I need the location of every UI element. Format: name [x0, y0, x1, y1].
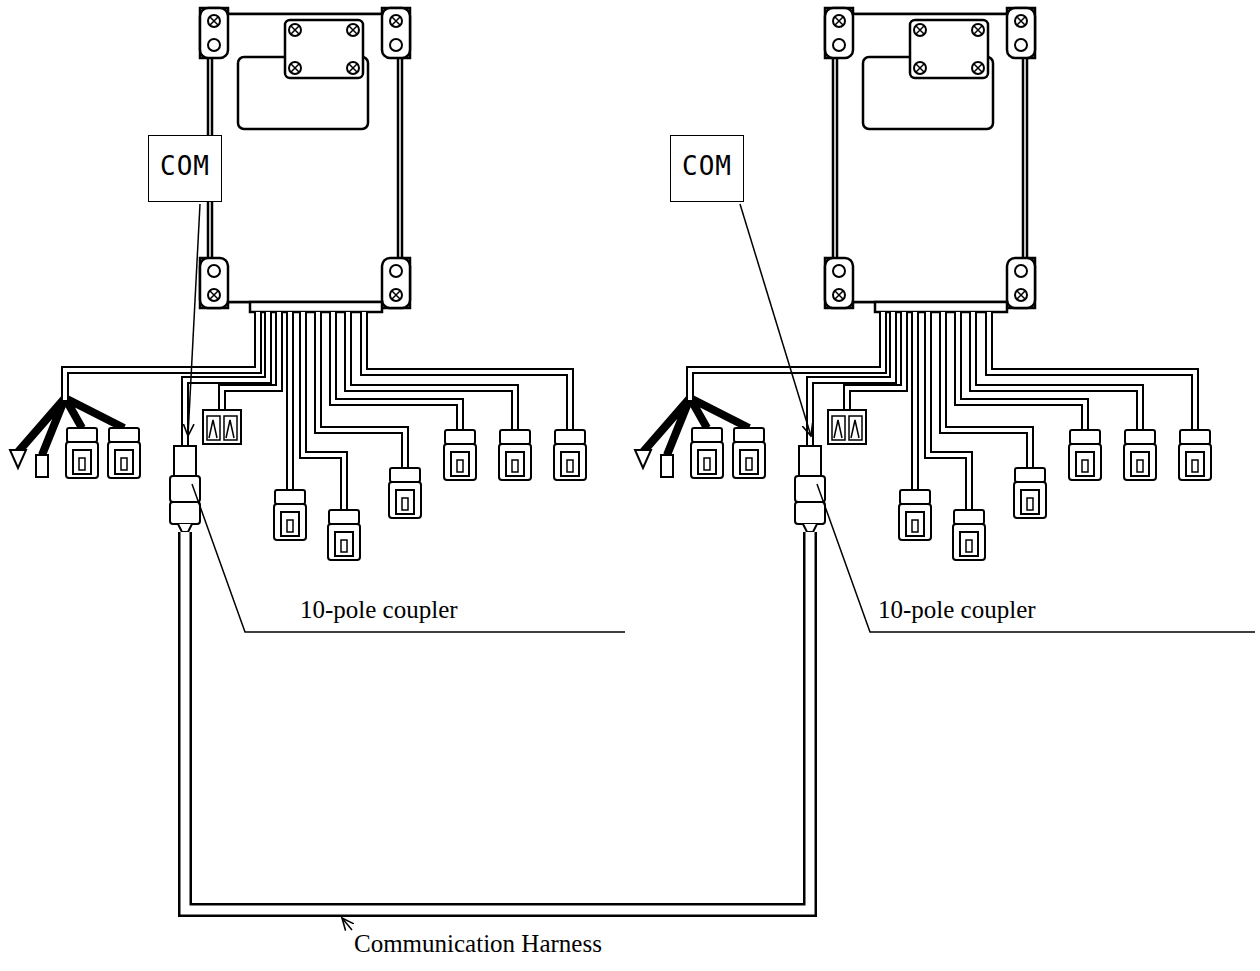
illustration-part	[192, 484, 625, 632]
illustration-part	[185, 532, 810, 910]
ecu-unit-left	[10, 8, 586, 560]
illustration-part	[10, 8, 586, 560]
signal-name: COM	[160, 152, 210, 182]
illustration-part	[817, 484, 1255, 632]
illustration-part	[740, 204, 811, 436]
illustration-part	[185, 532, 810, 910]
callout-box: COM	[148, 135, 222, 202]
communication-harness	[185, 532, 810, 910]
illustration-part	[635, 8, 1211, 560]
illustration-part	[188, 204, 200, 436]
part-label: 10-pole coupler	[298, 596, 460, 625]
callout-box: COM	[670, 135, 744, 202]
part-label: Communication Harness	[352, 930, 604, 959]
leader-lines	[188, 204, 1255, 930]
signal-name: COM	[682, 152, 732, 182]
part-label: 10-pole coupler	[876, 596, 1038, 625]
illustration-part	[342, 918, 352, 930]
ecu-unit-right	[635, 8, 1211, 560]
